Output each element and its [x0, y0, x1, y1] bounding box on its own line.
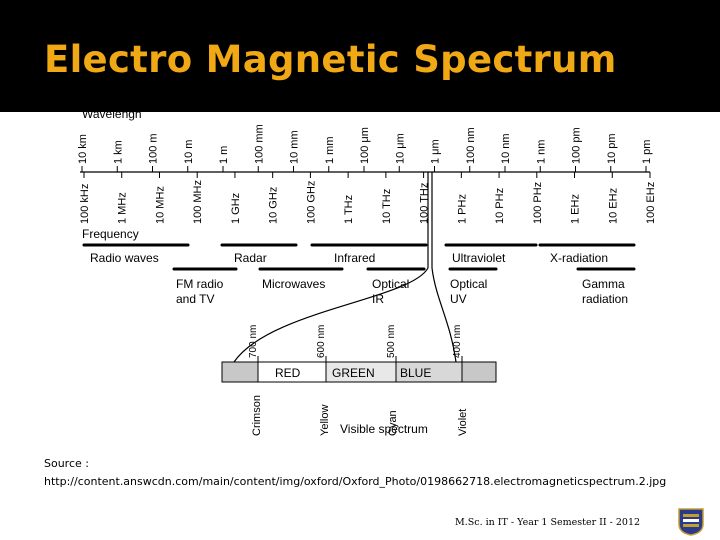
wavelength-tick: 1 km: [112, 140, 124, 164]
frequency-tick: 1 PHz: [456, 194, 468, 224]
source-note: Source : http://content.answcdn.com/main…: [44, 455, 666, 491]
visible-hues: Crimson Yellow Cyan Violet: [251, 395, 469, 436]
wavelength-tick: 100 μm: [359, 127, 371, 164]
hue-label: Cyan: [387, 410, 399, 436]
wavelength-tick: 1 m: [218, 146, 230, 164]
wavelength-tick: 1 nm: [535, 140, 547, 164]
visible-bar-left: [221, 361, 259, 383]
university-logo: [678, 508, 704, 536]
sub-band-label: radiation: [582, 292, 628, 306]
frequency-tick: 100 GHz: [305, 181, 317, 224]
frequency-tick: 10 EHz: [607, 188, 619, 224]
frequency-tick: 100 EHz: [645, 182, 657, 224]
frequency-tick: 1 THz: [343, 195, 355, 224]
frequency-tick: 1 EHz: [570, 194, 582, 224]
visible-bar-right: [461, 361, 497, 383]
source-url: http://content.answcdn.com/main/content/…: [44, 475, 667, 488]
wavelength-tick: 10 m: [183, 140, 195, 164]
wavelength-tick: 1 μm: [430, 139, 442, 164]
sub-band-label: and TV: [176, 292, 214, 306]
sub-band-label: Optical: [372, 277, 409, 291]
wavelength-ticks: 10 km 1 km 100 m 10 m 1 m 100 mm 10 mm 1 mm 100 …: [77, 124, 653, 172]
band-label: Infrared: [334, 251, 375, 265]
frequency-tick: 10 THz: [381, 189, 393, 224]
slide-title: Electro Magnetic Spectrum: [44, 38, 617, 81]
frequency-tick: 100 kHz: [79, 184, 91, 224]
visible-ticks: 700 nm 600 nm 500 nm 400 nm: [248, 325, 463, 362]
band-label: Radio waves: [90, 251, 159, 265]
wavelength-tick: 1 mm: [324, 137, 336, 165]
sub-band-label: Optical: [450, 277, 487, 291]
wavelength-tick: 10 km: [77, 134, 89, 164]
band-label: Ultraviolet: [452, 251, 506, 265]
sub-band-label: UV: [450, 292, 467, 306]
wavelength-label: Wavelengh: [82, 107, 142, 121]
wavelength-tick: 10 μm: [394, 133, 406, 164]
wavelength-tick: 100 m: [148, 133, 160, 164]
visible-colors: RED GREEN BLUE: [275, 366, 431, 380]
hue-label: Yellow: [319, 405, 331, 436]
frequency-tick: 10 PHz: [494, 188, 506, 224]
visible-spectrum-label: Visible spectrum: [340, 422, 428, 436]
frequency-tick: 1 GHz: [230, 193, 242, 224]
sub-band-label: FM radio: [176, 277, 224, 291]
frequency-tick: 1 MHz: [117, 192, 129, 224]
band-brackets: [82, 243, 636, 271]
visible-color-label: BLUE: [400, 366, 431, 380]
wavelength-tick: 100 pm: [571, 127, 583, 164]
footer-text: M.Sc. in IT - Year 1 Semester II - 2012: [455, 517, 641, 528]
frequency-tick: 100 THz: [419, 183, 431, 224]
frequency-label: Frequency: [82, 227, 139, 241]
wavelength-tick: 100 nm: [465, 127, 477, 164]
visible-funnel: [233, 172, 457, 363]
bands-top: Radio waves Radar Infrared Ultraviolet X-rad…: [90, 251, 608, 265]
visible-tick: 500 nm: [386, 325, 397, 358]
frequency-tick: 100 PHz: [532, 182, 544, 224]
frequency-tick: 10 GHz: [268, 187, 280, 224]
frequency-tick: 100 MHz: [192, 180, 204, 224]
wavelength-tick: 10 mm: [289, 130, 301, 164]
band-label: Radar: [234, 251, 267, 265]
wavelength-tick: 1 pm: [641, 140, 653, 164]
band-label: X-radiation: [550, 251, 608, 265]
wavelength-tick: 10 nm: [500, 133, 512, 164]
source-label: Source :: [44, 457, 89, 470]
visible-color-label: GREEN: [332, 366, 375, 380]
visible-tick: 700 nm: [248, 325, 259, 358]
wavelength-tick: 100 mm: [253, 124, 265, 164]
hue-label: Crimson: [251, 395, 263, 436]
spectrum-diagram: Wavelengh Frequency Visible spectrum 10 …: [77, 107, 657, 436]
visible-tick: 400 nm: [452, 325, 463, 358]
wavelength-tick: 10 pm: [606, 133, 618, 164]
title-bar: [0, 0, 720, 112]
sub-band-label: IR: [372, 292, 384, 306]
visible-color-label: RED: [275, 366, 301, 380]
sub-band-label: Gamma: [582, 277, 625, 291]
frequency-tick: 10 MHz: [154, 186, 166, 224]
sub-band-label: Microwaves: [262, 277, 325, 291]
frequency-ticks: 100 kHz 1 MHz 10 MHz 100 MHz 1 GHz 10 GHz 100 …: [79, 172, 657, 224]
visible-tick: 600 nm: [316, 325, 327, 358]
hue-label: Violet: [457, 409, 469, 436]
